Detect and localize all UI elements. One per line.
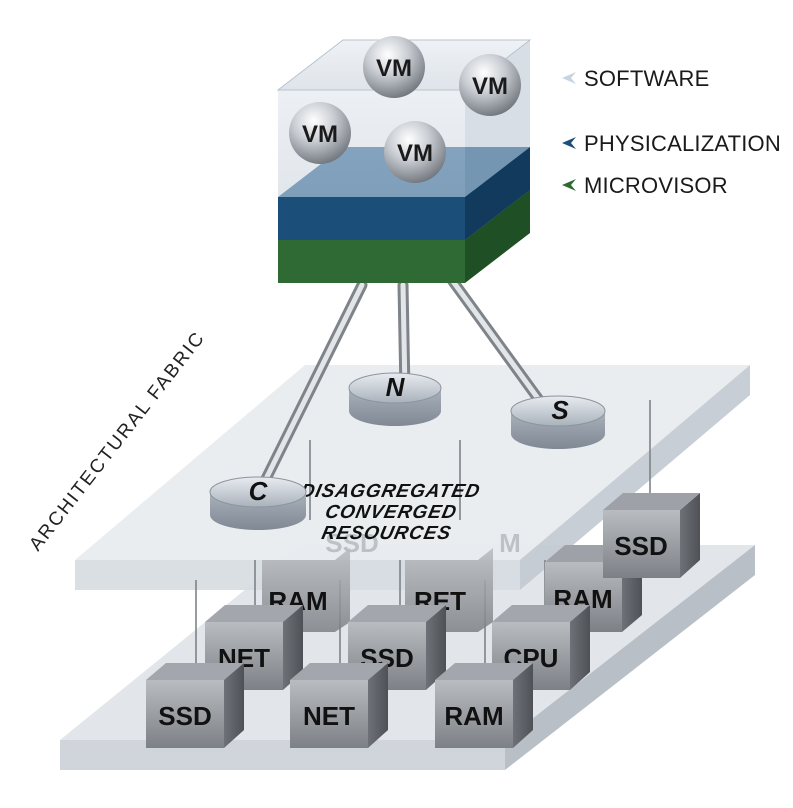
vm-label: VM [376, 55, 412, 82]
legend-label: SOFTWARE [584, 66, 709, 91]
node-label: S [551, 395, 569, 425]
resource-label: SSD [158, 701, 211, 731]
vm-label: VM [472, 73, 508, 100]
node-c: C [209, 476, 307, 530]
vm-label: VM [302, 121, 338, 148]
legend-item-physicalization: PHYSICALIZATION [562, 131, 781, 156]
layer-legend: SOFTWARE PHYSICALIZATION MICROVISOR [562, 66, 781, 198]
resource-label: RAM [444, 701, 503, 731]
resources-title-line: DISAGGREGATED [299, 481, 483, 502]
node-s: S [510, 395, 606, 449]
resources-title-line: RESOURCES [320, 523, 454, 544]
front-row-cubes: SSD NET RAM [146, 663, 533, 748]
legend-label: MICROVISOR [584, 173, 728, 198]
vm-sphere: VM [384, 121, 446, 183]
resource-label: SSD [325, 528, 378, 558]
vm-sphere: VM [363, 36, 425, 98]
resource-label: NET [303, 701, 355, 731]
vm-spheres: VM VM VM VM [289, 36, 521, 183]
chevron-left-icon [562, 179, 576, 191]
legend-item-microvisor: MICROVISOR [562, 173, 728, 198]
node-label: N [386, 372, 406, 402]
resource-label: M [499, 528, 521, 558]
legend-item-software: SOFTWARE [562, 66, 709, 91]
resource-label: SSD [614, 531, 667, 561]
chevron-left-icon [562, 72, 576, 84]
vm-sphere: VM [289, 102, 351, 164]
resources-title: DISAGGREGATED CONVERGED RESOURCES [299, 481, 483, 544]
back-row-resources: SSD M [325, 528, 521, 558]
vm-label: VM [397, 140, 433, 167]
node-n: N [348, 372, 442, 426]
resources-title-line: CONVERGED [323, 502, 459, 523]
node-label: C [249, 476, 269, 506]
legend-label: PHYSICALIZATION [584, 131, 781, 156]
vm-sphere: VM [459, 54, 521, 116]
chevron-left-icon [562, 137, 576, 149]
